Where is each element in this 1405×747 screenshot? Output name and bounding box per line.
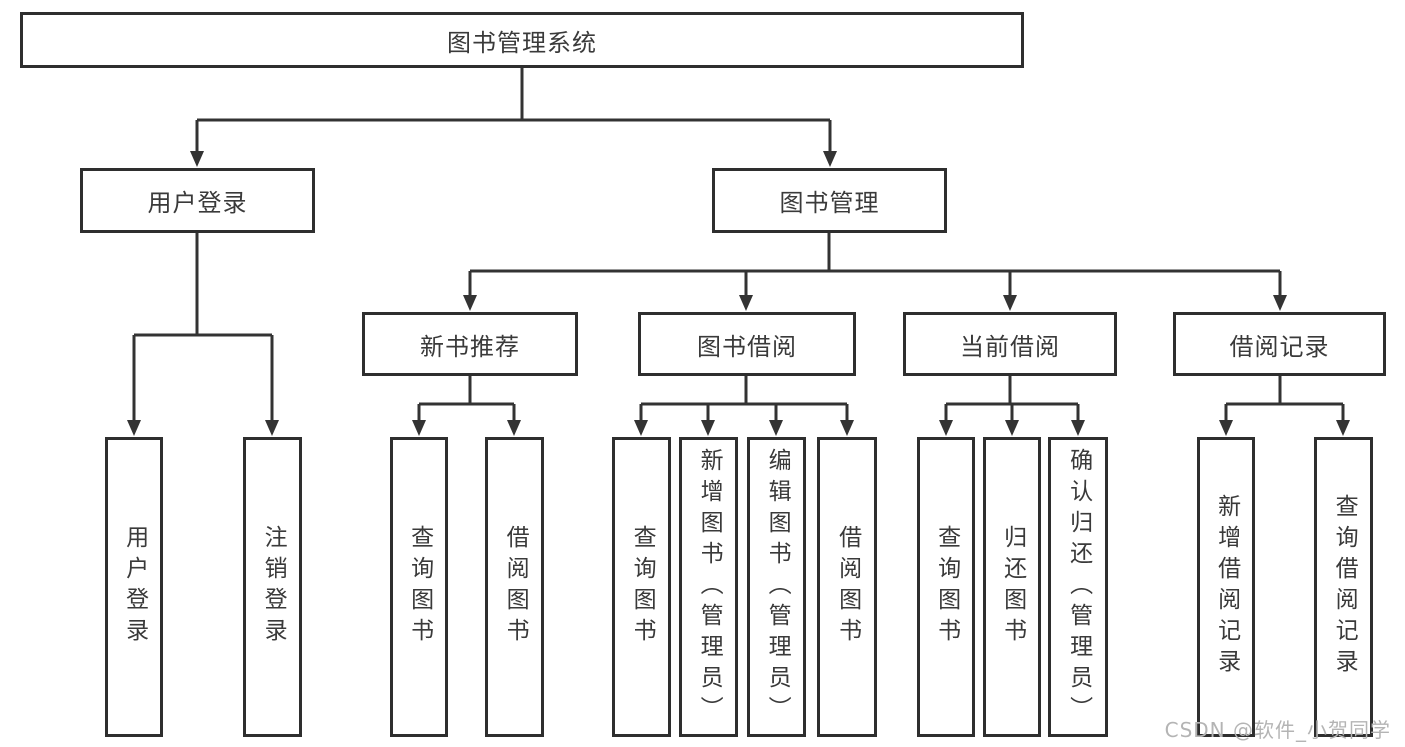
leaf-borrow-books-2: 借阅图书 (817, 437, 877, 737)
csdn-watermark: CSDN @软件_小贺同学 (1164, 718, 1391, 742)
leaf-confirm-return-admin: 确认归还（管理员） (1048, 437, 1108, 737)
leaf-user-login: 用户登录 (105, 437, 163, 737)
node-root-system: 图书管理系统 (20, 12, 1024, 68)
leaf-label: 注销登录 (260, 525, 287, 649)
leaf-query-borrow-record: 查询借阅记录 (1314, 437, 1373, 737)
leaf-add-borrow-record: 新增借阅记录 (1197, 437, 1255, 737)
leaf-logout: 注销登录 (243, 437, 302, 737)
node-new-book-recommend: 新书推荐 (362, 312, 578, 376)
leaf-label: 查询图书 (406, 525, 433, 649)
leaf-label: 新增借阅记录 (1213, 494, 1240, 680)
leaf-return-books: 归还图书 (983, 437, 1041, 737)
node-label: 当前借阅 (960, 332, 1060, 361)
leaf-label: 确认归还（管理员） (1065, 447, 1092, 727)
leaf-label: 用户登录 (121, 525, 148, 649)
node-root-label: 图书管理系统 (447, 28, 597, 57)
leaf-label: 编辑图书（管理员） (764, 447, 791, 727)
leaf-label: 借阅图书 (502, 525, 529, 649)
leaf-edit-books-admin: 编辑图书（管理员） (747, 437, 806, 737)
node-book-management: 图书管理 (712, 168, 947, 233)
leaf-borrow-books-1: 借阅图书 (485, 437, 544, 737)
node-label: 图书管理 (779, 189, 880, 217)
node-book-borrow: 图书借阅 (638, 312, 856, 376)
leaf-query-books-2: 查询图书 (612, 437, 671, 737)
leaf-label: 借阅图书 (834, 525, 861, 649)
node-user-login: 用户登录 (80, 168, 315, 233)
node-current-borrow: 当前借阅 (903, 312, 1117, 376)
leaf-label: 查询借阅记录 (1331, 494, 1358, 680)
leaf-label: 归还图书 (999, 525, 1026, 649)
leaf-query-books-1: 查询图书 (390, 437, 448, 737)
leaf-query-books-3: 查询图书 (917, 437, 975, 737)
leaf-label: 查询图书 (629, 525, 656, 649)
leaf-add-books-admin: 新增图书（管理员） (679, 437, 738, 737)
node-borrow-records: 借阅记录 (1173, 312, 1386, 376)
node-label: 图书借阅 (697, 332, 797, 361)
node-label: 用户登录 (147, 189, 248, 217)
leaf-label: 新增图书（管理员） (696, 447, 723, 727)
node-label: 借阅记录 (1229, 332, 1330, 361)
leaf-label: 查询图书 (933, 525, 960, 649)
node-label: 新书推荐 (420, 332, 520, 361)
